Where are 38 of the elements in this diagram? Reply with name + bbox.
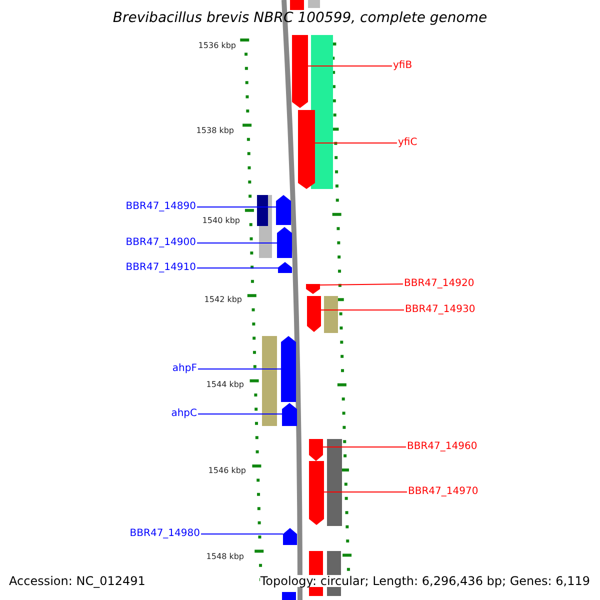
leader-line <box>314 142 398 144</box>
gene-block <box>282 403 297 426</box>
leader-line <box>320 284 404 286</box>
leader-line <box>198 368 282 370</box>
gene-label: BBR47_14970 <box>408 486 478 498</box>
scale-label: 1538 kbp <box>196 125 234 137</box>
gene-label: BBR47_14960 <box>407 441 478 453</box>
gene-block <box>307 296 321 332</box>
gene-label: yfiB <box>393 60 412 72</box>
gene-label: ahpF <box>172 363 197 375</box>
scale-label: 1546 kbp <box>208 465 246 477</box>
genome-info-text: Topology: circular; Length: 6,296,436 bp; Genes: 6,119 <box>260 575 590 587</box>
gene-label: yfiC <box>398 137 418 149</box>
scale-label: 1544 kbp <box>206 379 244 391</box>
leader-line <box>322 446 406 448</box>
gene-label: BBR47_14980 <box>130 528 200 540</box>
gene-label: ahpC <box>171 408 197 420</box>
gene-label: BBR47_14910 <box>126 262 196 274</box>
gene-block <box>278 262 292 273</box>
leader-line <box>196 206 276 208</box>
scale-label: 1536 kbp <box>198 40 236 52</box>
leader-line <box>196 242 278 244</box>
scale-label: 1542 kbp <box>204 294 242 306</box>
gene-block <box>277 227 292 258</box>
gene-block <box>298 110 315 189</box>
title: Brevibacillus brevis NBRC 100599, complete genome <box>112 9 488 27</box>
gene-label: BBR47_14890 <box>126 201 196 213</box>
gene-label: BBR47_14900 <box>126 237 196 249</box>
gene-block <box>309 439 323 461</box>
scale-label: 1540 kbp <box>202 215 240 227</box>
gene-block <box>276 195 291 225</box>
gene-label: BBR47_14930 <box>405 304 476 316</box>
gene-label: BBR47_14920 <box>404 278 474 290</box>
gene-block <box>292 35 308 108</box>
scale-label: 1548 kbp <box>206 551 244 563</box>
gene-block <box>306 284 320 294</box>
accession-text: Accession: NC_012491 <box>9 575 146 587</box>
gene-block <box>283 528 297 545</box>
